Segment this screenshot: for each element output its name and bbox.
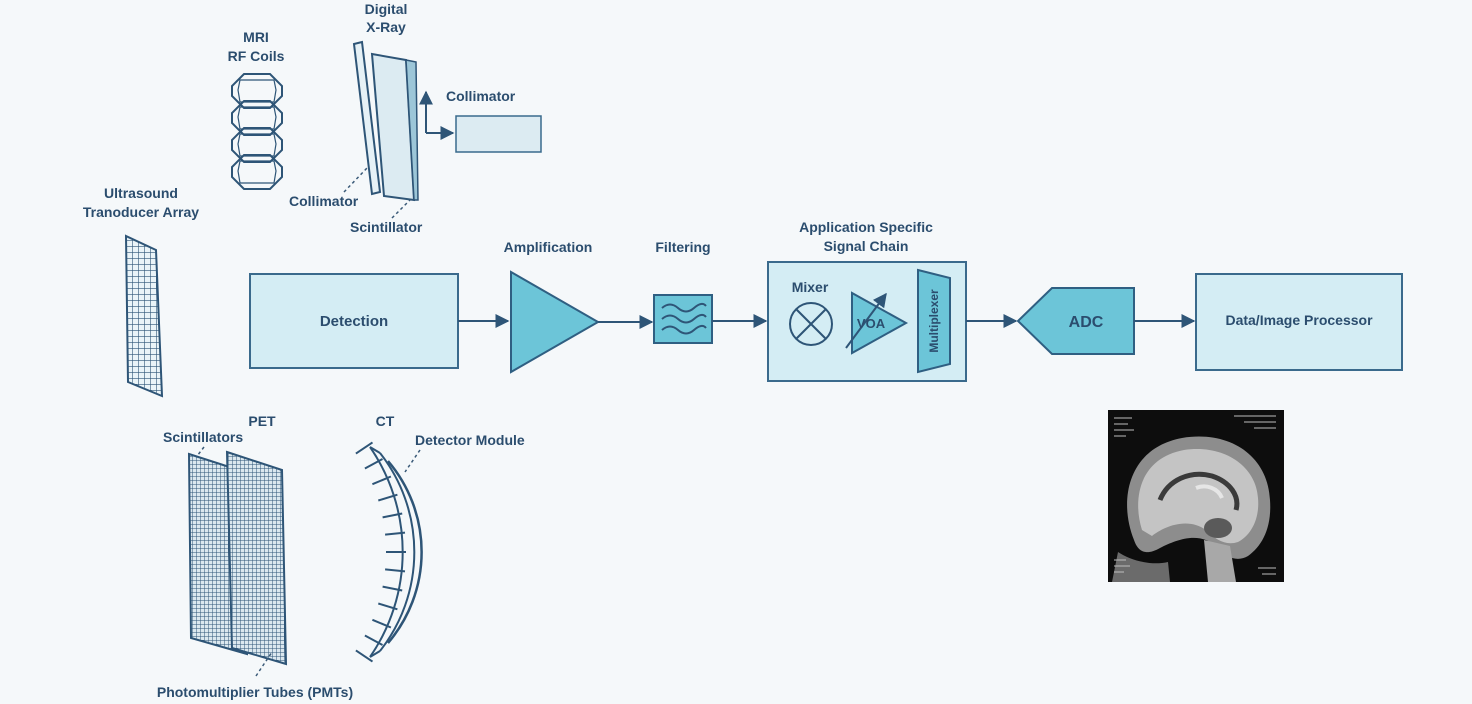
transducer-array-label: Tranoducer Array	[83, 204, 199, 220]
ct-detector-rib	[382, 585, 403, 592]
collimator-left-label: Collimator	[289, 193, 359, 209]
mixer-icon	[789, 302, 833, 346]
ct-detector-rib	[355, 649, 374, 663]
pmts-leader	[255, 651, 273, 677]
amplifier-icon	[510, 270, 601, 374]
pmts-label: Photomultiplier Tubes (PMTs)	[157, 684, 353, 700]
detection-label: Detection	[320, 313, 388, 330]
ct-detector-rib	[364, 634, 383, 646]
mri-label: MRI	[243, 29, 269, 45]
pet-label: PET	[248, 413, 276, 429]
ct-detector-rib	[364, 458, 383, 470]
detector-module-leader	[404, 449, 421, 473]
ultrasound-label: Ultrasound	[104, 185, 178, 201]
collimator-leader	[343, 167, 368, 193]
xray-plates-icon	[352, 40, 419, 202]
ct-detector-rib	[372, 618, 392, 629]
ct-detector-rib	[378, 602, 398, 611]
digital-label: Digital	[365, 1, 408, 17]
mixer-label: Mixer	[792, 279, 829, 295]
multiplexer-label: Multiplexer	[927, 289, 941, 353]
ct-detector-rib	[355, 441, 374, 455]
ct-detector-rib	[372, 475, 392, 486]
rf-coils-label: RF Coils	[228, 48, 285, 64]
adc-label: ADC	[1069, 314, 1104, 331]
scintillator-leader	[391, 199, 411, 219]
collimator-top-label: Collimator	[446, 88, 516, 104]
detector-module-label: Detector Module	[415, 432, 525, 448]
filter-icon	[653, 294, 713, 344]
ct-detector-rib	[382, 512, 403, 519]
data-processor-block	[1195, 273, 1403, 371]
collimator-block	[455, 115, 542, 153]
voa-label: VOA	[857, 316, 886, 331]
ct-detector-arc-icon	[355, 441, 423, 663]
xray-label: X-Ray	[366, 19, 406, 35]
transducer-array-icon	[124, 234, 164, 398]
data-processor-label: Data/Image Processor	[1225, 312, 1373, 328]
app-specific-label-1: Application Specific	[799, 219, 933, 235]
scintillator-label: Scintillator	[350, 219, 423, 235]
ct-detector-rib	[385, 531, 406, 536]
scintillators-label: Scintillators	[163, 429, 243, 445]
ct-detector-rib	[385, 568, 406, 573]
ct-label: CT	[376, 413, 395, 429]
filtering-label: Filtering	[655, 239, 710, 255]
ct-detector-rib	[378, 493, 398, 502]
mri-brain-image	[1108, 410, 1284, 582]
amplification-label: Amplification	[504, 239, 593, 255]
collimator-arrow-icon	[419, 90, 455, 140]
voa-icon	[845, 291, 909, 355]
pet-detector-panels-icon	[187, 450, 288, 666]
rf-coils-icon	[231, 73, 283, 190]
multiplexer-block	[917, 268, 951, 374]
app-specific-label-2: Signal Chain	[824, 238, 909, 254]
